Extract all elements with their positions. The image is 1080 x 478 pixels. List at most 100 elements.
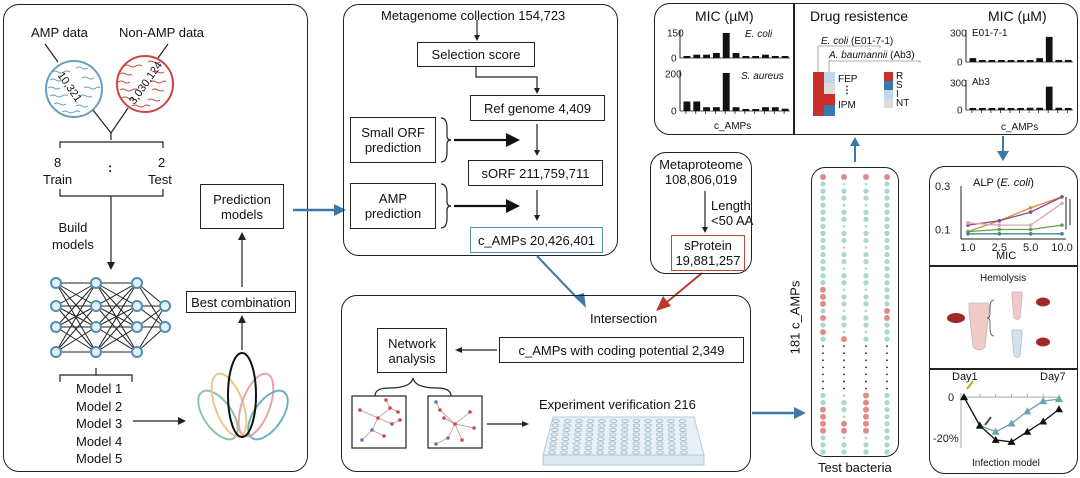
data-point [1060, 223, 1064, 227]
result-dot [884, 449, 890, 455]
result-dot [863, 294, 869, 300]
result-dot [842, 330, 846, 334]
well [621, 418, 629, 423]
legend-item: I [884, 90, 909, 100]
test-bacteria-label: Test bacteria [818, 460, 892, 475]
well [560, 450, 568, 455]
well [680, 450, 688, 455]
ellipsis-dot [843, 345, 845, 348]
well [656, 427, 664, 432]
syringe-icon [984, 416, 992, 426]
result-dot [841, 420, 847, 427]
ellipsis-dot [865, 373, 867, 376]
drug-first-label: FEP [838, 74, 858, 85]
data-point [997, 232, 1002, 236]
x-tick-label: 1.0 [960, 242, 975, 254]
well [667, 427, 675, 432]
result-dot [842, 267, 846, 270]
day7-label: Day7 [1040, 371, 1066, 383]
amp-prediction-line1: AMP [378, 191, 408, 206]
data-point [997, 227, 1002, 232]
ellipsis-dot [865, 380, 867, 383]
y-tick-label: 0.3 [935, 181, 950, 193]
well [597, 436, 605, 441]
result-dot [864, 203, 868, 207]
bar [969, 108, 977, 110]
result-dot [841, 188, 847, 194]
data-point [1060, 195, 1064, 199]
alp-title-prefix: ALP ( [973, 177, 1001, 189]
hemolysis-title: Hemolysis [980, 273, 1027, 284]
intersection-title: Intersection [590, 311, 658, 326]
data-circles-graphic [44, 43, 289, 441]
well [561, 441, 569, 446]
prediction-models-line2: models [221, 206, 263, 222]
result-dot [863, 216, 869, 222]
result-dot [841, 280, 847, 286]
well [680, 445, 688, 450]
result-dot [884, 435, 890, 441]
data-point [997, 223, 1002, 227]
heatmap-cell [813, 72, 824, 83]
legend-label: NT [896, 98, 910, 109]
alp-xlabel: MIC [996, 250, 1017, 262]
heatmap-cell [824, 94, 835, 105]
result-dot [820, 336, 826, 342]
alp-species: E. coli [1000, 177, 1031, 189]
result-dot [841, 294, 847, 300]
well [574, 423, 583, 428]
metaproteome-label: Metaproteome [659, 157, 743, 172]
well [644, 436, 652, 441]
bar [1055, 60, 1063, 62]
result-dot [863, 322, 869, 328]
result-dot [842, 182, 846, 186]
ellipsis-dot [886, 352, 888, 355]
metaproteome-count: 108,806,019 [664, 172, 738, 187]
heatmap-cell [813, 105, 824, 116]
result-dot [884, 195, 890, 201]
result-dot [863, 315, 869, 321]
experiment-verification: Experiment verification 216 [539, 397, 696, 412]
bar [712, 53, 720, 58]
result-dot [884, 421, 890, 427]
data-point [1028, 210, 1033, 214]
result-dot [863, 427, 869, 434]
mouse-marker [991, 435, 1000, 443]
metaproteome-title: Metaproteome 108,806,019 [650, 157, 752, 187]
bar [1045, 86, 1053, 110]
syringe-icon [966, 380, 974, 390]
result-dot [864, 288, 868, 292]
network-analysis-line2: analysis [388, 350, 436, 366]
bar [752, 56, 760, 58]
well [668, 445, 676, 450]
series-line [967, 202, 1063, 226]
red-blood-cell-icon [947, 313, 965, 323]
result-dot [820, 181, 826, 187]
data-point [1060, 201, 1064, 206]
result-dot [884, 273, 890, 279]
x-tick-label: 2.5 [992, 242, 1007, 254]
model-item: Model 4 [76, 433, 123, 449]
well [574, 427, 582, 432]
data-point [966, 221, 970, 225]
well [620, 450, 628, 455]
result-dot [884, 280, 890, 286]
bar [781, 108, 789, 111]
ellipsis-dot [822, 366, 824, 369]
result-dot [820, 273, 826, 279]
result-dot [820, 251, 826, 258]
bar [742, 56, 750, 58]
result-dot [841, 315, 847, 321]
result-dot [884, 223, 890, 229]
legend-swatch-nt [884, 99, 893, 108]
bar [988, 108, 996, 110]
well [609, 423, 617, 428]
sprotein-label: sProtein [684, 238, 732, 253]
amp-prediction-box: AMP prediction [350, 183, 436, 229]
x-tick-label: 5.0 [1023, 242, 1038, 254]
mouse-marker [960, 393, 968, 401]
prediction-models-line1: Prediction [213, 191, 271, 207]
bar [693, 54, 701, 58]
